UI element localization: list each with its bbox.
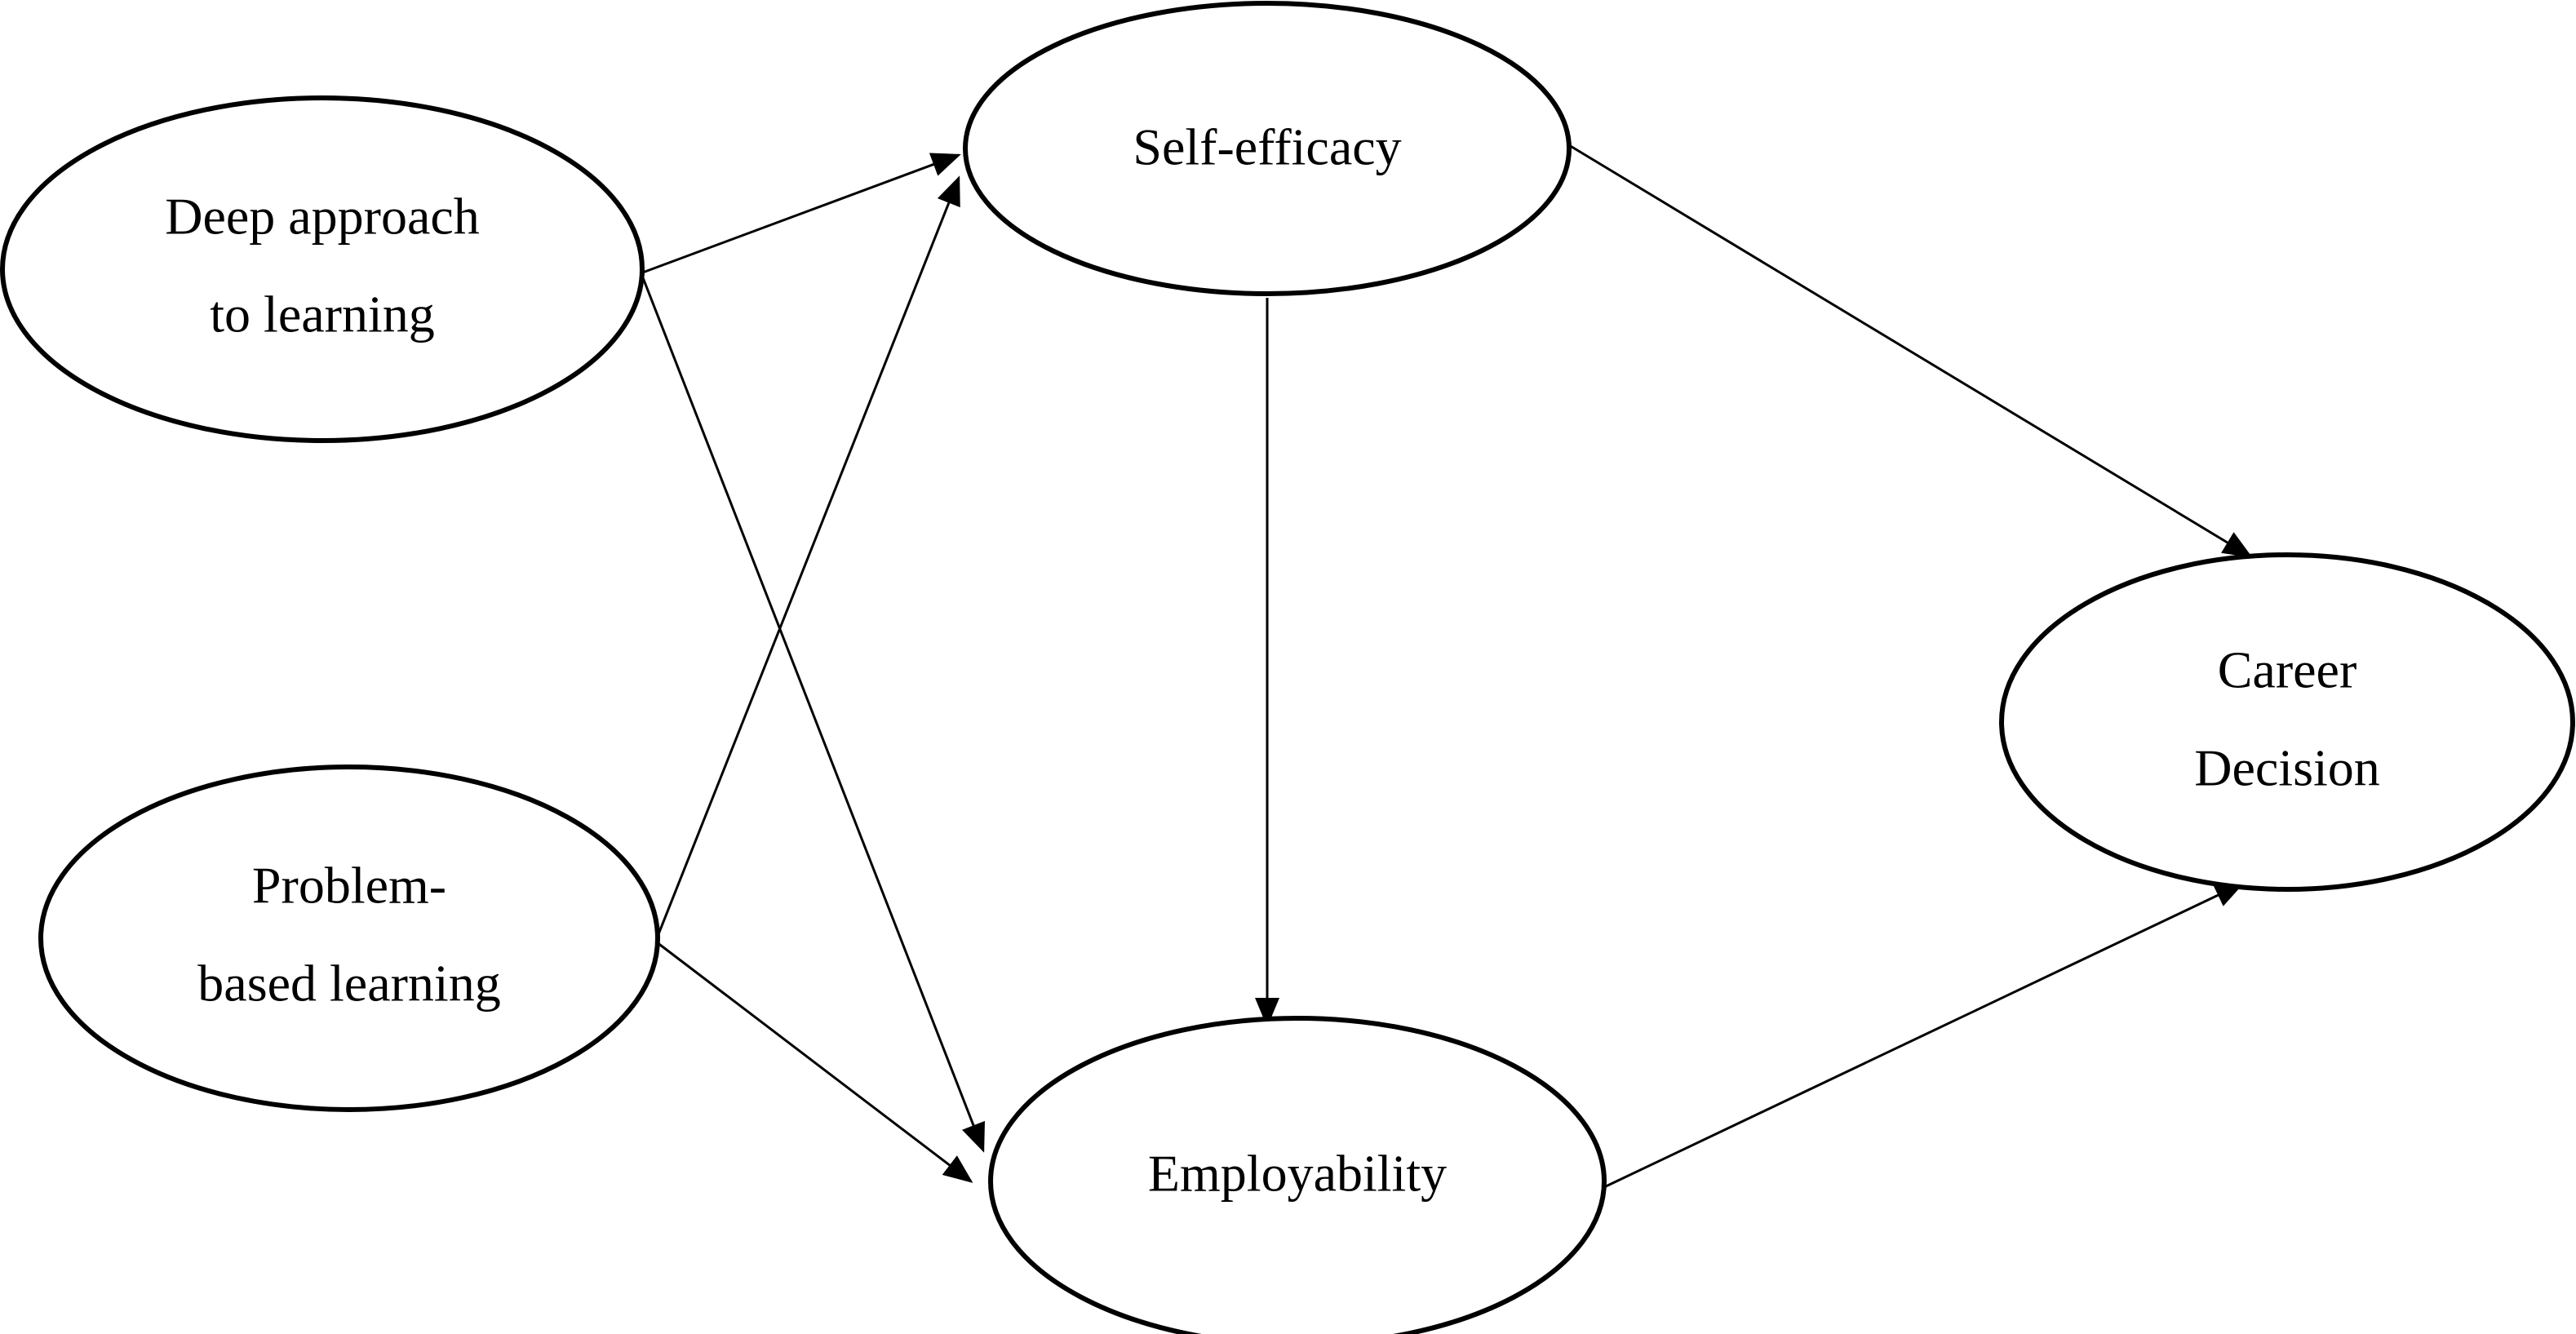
node-deep-approach-ellipse [0,95,645,443]
edge-deep-to-self-efficacy [640,153,961,275]
node-career-decision-label-line-2: Decision [2194,739,2380,797]
edges-layer [635,141,2253,1189]
node-employability-label: Employability [1148,1145,1447,1203]
node-problem-based-learning-label-line-1: Problem- [252,857,446,915]
node-career-decision: Career Decision [1999,552,2575,892]
edge-self-efficacy-to-career-decision [1564,141,2253,558]
node-deep-approach-label-line-1: Deep approach [165,188,480,246]
node-self-efficacy-label: Self-efficacy [1133,118,1401,176]
node-deep-approach-label-line-2: to learning [210,286,434,343]
edge-pbl-to-self-efficacy [655,175,960,939]
node-career-decision-ellipse [1999,552,2575,892]
edge-deep-to-employability [635,260,985,1153]
node-problem-based-learning-label-line-2: based learning [197,955,500,1013]
node-self-efficacy-ellipse [963,1,1572,296]
node-self-efficacy: Self-efficacy [963,1,1572,296]
node-employability-ellipse [988,1016,1607,1334]
edge-pbl-to-employability [656,941,973,1183]
node-deep-approach: Deep approach to learning [0,95,645,443]
node-problem-based-learning-ellipse [38,765,660,1112]
node-employability: Employability [988,1016,1607,1334]
edge-employability-to-career-decision [1603,882,2245,1189]
node-problem-based-learning: Problem- based learning [38,765,660,1112]
node-career-decision-label-line-1: Career [2218,641,2357,699]
